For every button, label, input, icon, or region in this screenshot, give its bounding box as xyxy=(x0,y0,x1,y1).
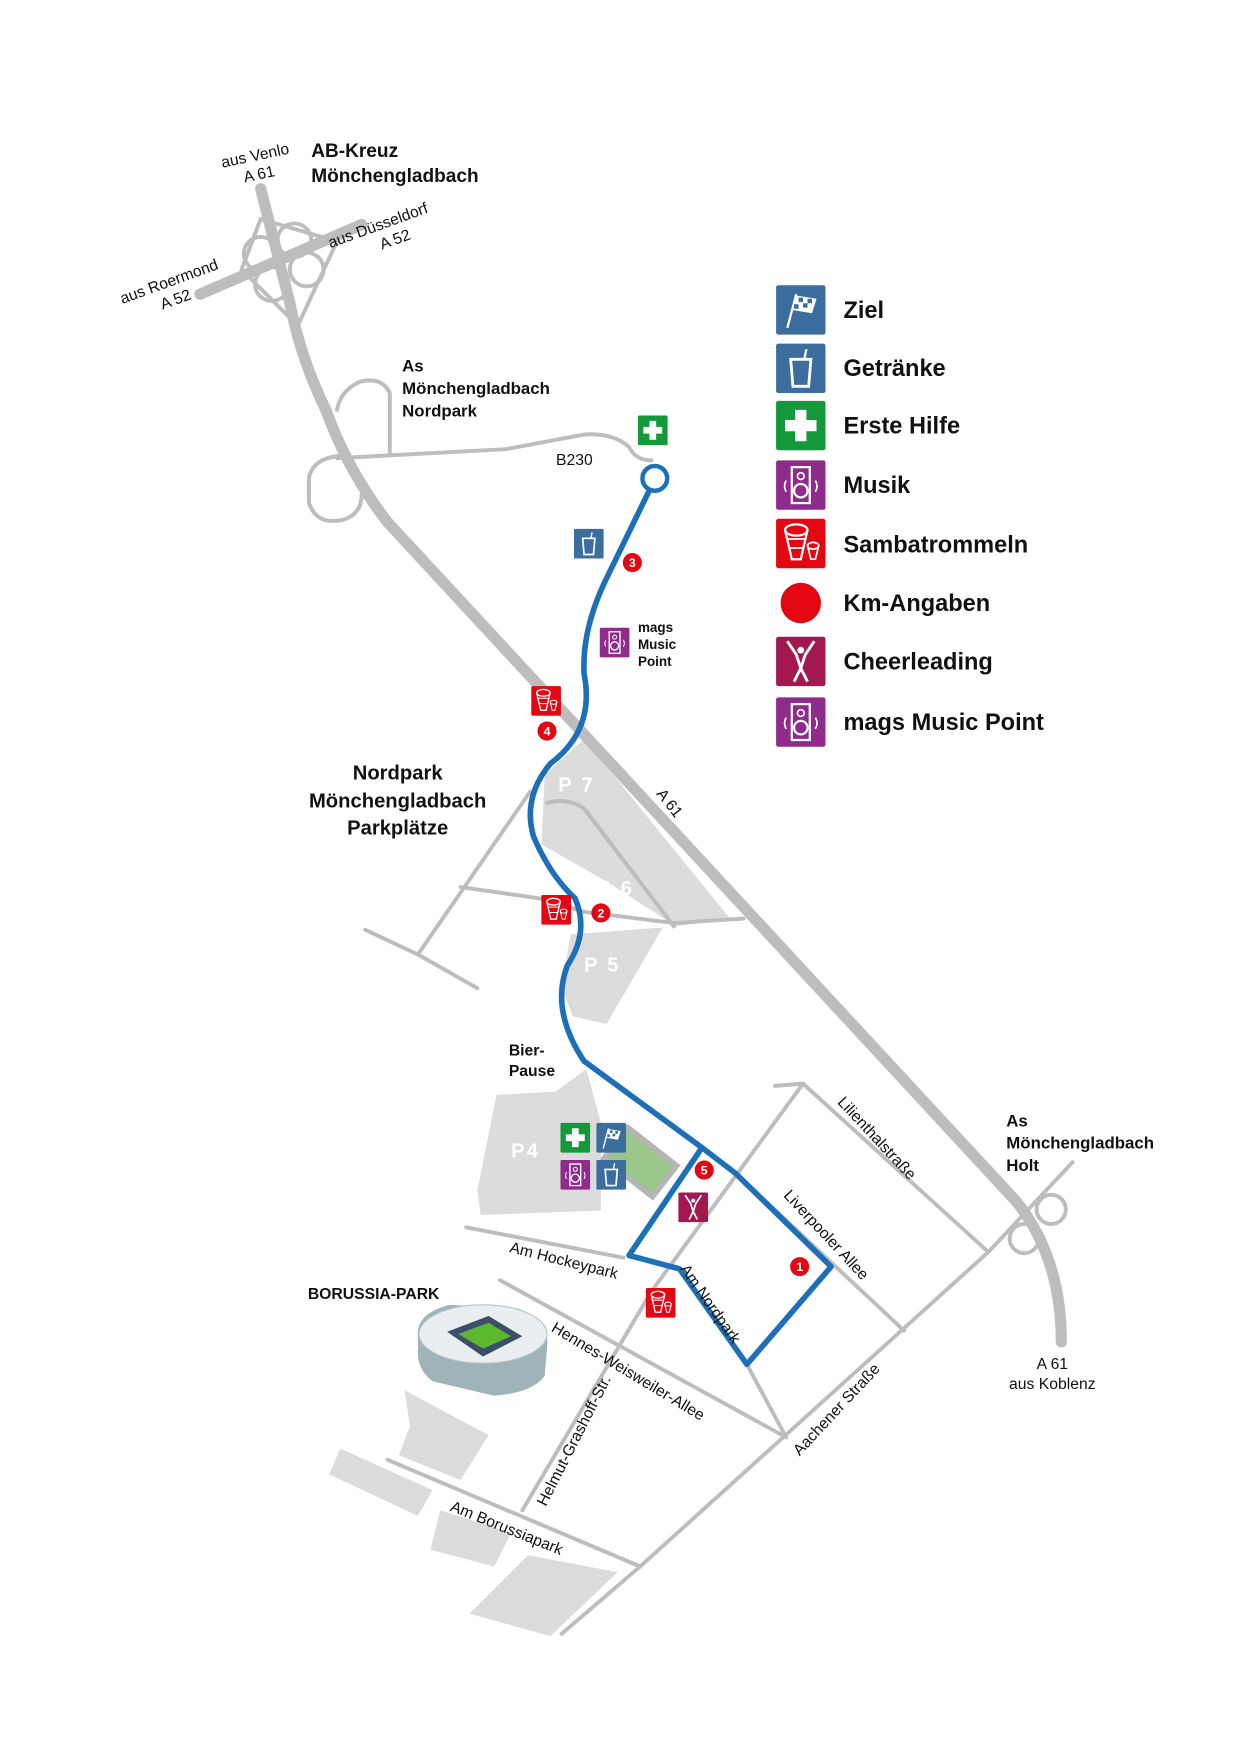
speaker-icon xyxy=(599,627,631,659)
drum-icon xyxy=(645,1287,677,1319)
drink-cup-icon xyxy=(595,1159,627,1191)
building xyxy=(430,1510,512,1567)
cheerleader-icon xyxy=(774,635,827,688)
stadium-borussia-park-illustration xyxy=(417,1304,548,1396)
svg-text:4: 4 xyxy=(544,725,551,739)
km-marker-4: 4 xyxy=(537,721,557,741)
svg-text:1: 1 xyxy=(796,1260,803,1274)
speaker-icon xyxy=(559,1159,591,1191)
building xyxy=(329,1448,433,1516)
legend-item-musik: Musik xyxy=(774,459,911,511)
svg-text:2: 2 xyxy=(597,906,604,920)
drink-cup-icon xyxy=(774,342,827,395)
checkered-flag-icon xyxy=(595,1122,627,1154)
ramp-loop xyxy=(306,453,364,523)
red-dot-icon xyxy=(780,582,822,624)
drum-icon xyxy=(774,517,827,570)
svg-text:Km-Angaben: Km-Angaben xyxy=(843,590,990,616)
speaker-icon xyxy=(774,459,827,511)
svg-text:mags Music Point: mags Music Point xyxy=(843,709,1044,735)
holt-interchange xyxy=(986,1160,1075,1256)
first-aid-cross-icon xyxy=(776,400,826,451)
autobahn-a61 xyxy=(255,183,1067,1348)
cheerleader-icon xyxy=(677,1191,709,1224)
parking-label-p5: P 5 xyxy=(584,954,621,976)
checkered-flag-icon xyxy=(774,284,827,336)
legend-item-ziel: Ziel xyxy=(774,284,884,336)
parking-p5 xyxy=(561,927,663,1025)
helmut-grashoff-str-label: Helmut-Grashoff-Str. xyxy=(534,1373,614,1509)
marathon-route xyxy=(527,463,834,1368)
parking-areas xyxy=(329,738,731,1637)
legend-item-km-angaben: Km-Angaben xyxy=(780,582,990,624)
am-nordpark-label: Am Nordpark xyxy=(676,1261,743,1347)
bier-pause-label: Bier-Pause xyxy=(509,1043,556,1080)
svg-text:Sambatrommeln: Sambatrommeln xyxy=(843,531,1028,557)
legend-item-cheerleading: Cheerleading xyxy=(774,635,993,688)
road-aachener-strasse xyxy=(559,1250,991,1636)
cloverleaf-interchange xyxy=(239,217,339,328)
km-marker-5: 5 xyxy=(694,1160,714,1180)
svg-text:Musik: Musik xyxy=(843,472,911,498)
map-legend: Ziel Getränke Erste Hilfe Musik Sambatro… xyxy=(774,284,1044,748)
road-hennes-weisweiler-allee xyxy=(497,1278,789,1440)
first-aid-icon xyxy=(560,1122,591,1153)
legend-item-sambatrommeln: Sambatrommeln xyxy=(774,517,1028,570)
aus-duesseldorf-label: aus DüsseldorfA 52 xyxy=(326,200,437,270)
legend-item-erste-hilfe: Erste Hilfe xyxy=(776,400,960,451)
parking-p7-p6 xyxy=(541,738,731,927)
km-marker-3: 3 xyxy=(622,553,642,573)
ramp-loop xyxy=(335,378,392,457)
speaker-icon xyxy=(774,696,827,748)
svg-text:5: 5 xyxy=(701,1164,708,1178)
aus-venlo-label: aus VenloA 61 xyxy=(220,141,295,191)
start-circle xyxy=(640,463,670,493)
road-b230 xyxy=(335,432,654,463)
first-aid-icon xyxy=(637,415,668,446)
road-helmut-grashoff xyxy=(520,1081,806,1513)
drum-icon xyxy=(530,685,562,717)
km-markers: 1 2 3 4 5 xyxy=(537,553,810,1277)
parking-access-road xyxy=(458,885,746,926)
hennes-weisweiler-allee-label: Hennes-Weisweiler-Allee xyxy=(548,1320,707,1425)
road-am-nordpark xyxy=(744,1362,789,1440)
building xyxy=(469,1555,618,1637)
parking-label-p6: P 6 xyxy=(598,878,635,900)
parking-label-p7: P 7 xyxy=(558,775,595,797)
svg-text:Getränke: Getränke xyxy=(843,355,945,381)
road-lilienthalstrasse xyxy=(801,1081,991,1255)
km-marker-2: 2 xyxy=(591,903,611,923)
route-line xyxy=(527,487,834,1368)
road-am-hockeypark xyxy=(464,1225,626,1260)
roads xyxy=(194,183,1075,1636)
parking-access-road xyxy=(363,789,533,991)
svg-text:Erste Hilfe: Erste Hilfe xyxy=(843,412,960,438)
road-p7-inner xyxy=(545,799,676,929)
drum-icon xyxy=(540,894,572,926)
borussia-park-label: BORUSSIA-PARK xyxy=(308,1286,440,1303)
svg-text:Cheerleading: Cheerleading xyxy=(843,648,992,674)
parking-label-p4: P4 xyxy=(511,1141,540,1163)
b230-label: B230 xyxy=(556,452,593,469)
autobahn-a52 xyxy=(194,218,368,300)
road-am-borussiapark xyxy=(385,1457,643,1569)
svg-text:3: 3 xyxy=(629,556,636,570)
lilienthalstrasse-label: Lilienthalstraße xyxy=(834,1094,919,1184)
legend-item-mags-music-point: mags Music Point xyxy=(774,696,1044,748)
km-marker-1: 1 xyxy=(790,1257,810,1277)
legend-item-getraenke: Getränke xyxy=(774,342,946,395)
drink-cup-icon xyxy=(573,528,605,560)
aachener-strasse-label: Aachener Straße xyxy=(790,1360,884,1459)
svg-text:Ziel: Ziel xyxy=(843,297,884,323)
building xyxy=(398,1390,489,1481)
